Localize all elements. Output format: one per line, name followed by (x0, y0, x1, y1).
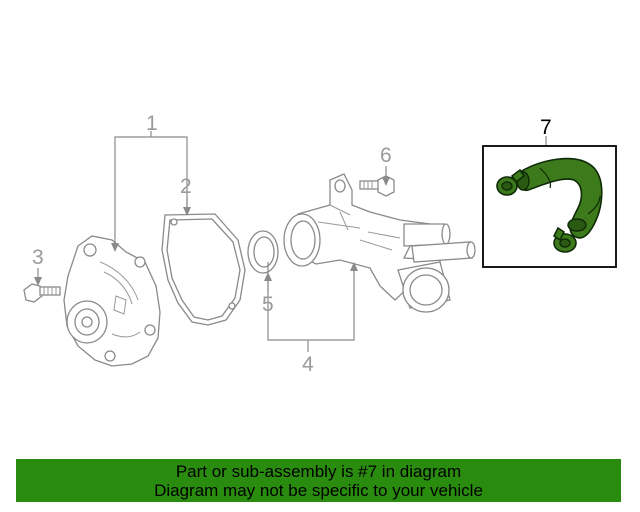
callout-5: 5 (262, 293, 274, 316)
callout-2: 2 (180, 175, 192, 198)
leader-arrowheads (34, 177, 390, 286)
banner-line-1: Part or sub-assembly is #7 in diagram (175, 462, 462, 481)
callout-4: 4 (302, 353, 314, 376)
part-7-box (482, 145, 617, 268)
callout-7: 7 (540, 116, 552, 139)
banner-line-2: Diagram may not be specific to your vehi… (154, 481, 483, 500)
hose-clamp-upper (496, 168, 526, 196)
callout-1: 1 (146, 112, 158, 135)
pump-gasket (161, 213, 246, 326)
callout-3: 3 (32, 246, 44, 269)
info-banner: Part or sub-assembly is #7 in diagram Di… (16, 459, 621, 502)
water-pump (63, 235, 161, 367)
coolant-hose (516, 157, 603, 239)
hose-clamp-lower (552, 226, 577, 253)
o-ring (247, 230, 279, 274)
callout-6: 6 (380, 144, 392, 167)
outlet-housing (283, 173, 476, 313)
bolt-3 (23, 283, 61, 303)
